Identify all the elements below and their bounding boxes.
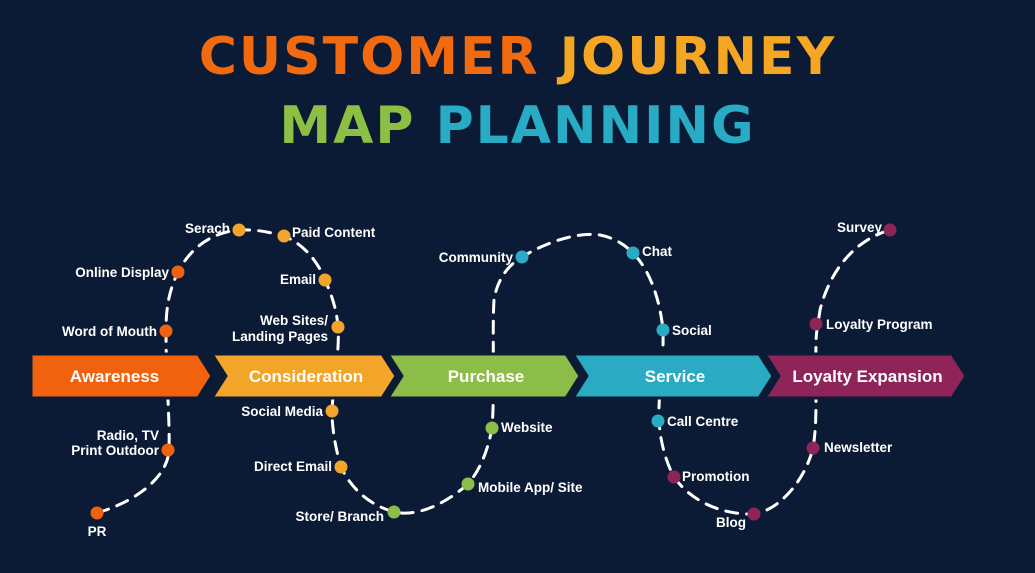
touchpoint-label-blog: Blog	[716, 515, 746, 530]
touchpoint-label-radio-tv-line-2: Print Outdoor	[71, 443, 159, 458]
touchpoint-label-direct-email: Direct Email	[254, 459, 332, 474]
title-word-map: MAP	[279, 96, 416, 156]
title-word-planning: PLANNING	[435, 96, 756, 156]
touchpoint-dot-paid-content	[277, 229, 291, 243]
touchpoint-label-newsletter: Newsletter	[824, 440, 893, 455]
touchpoint-label-web-sites-line-2: Landing Pages	[232, 329, 328, 344]
touchpoint-label-survey: Survey	[837, 220, 883, 235]
touchpoint-label-social: Social	[672, 323, 712, 338]
touchpoint-label-call-centre: Call Centre	[667, 414, 739, 429]
stage-purchase: Purchase	[385, 352, 582, 400]
stage-loyalty-expansion: Loyalty Expansion	[762, 352, 968, 400]
title-word-customer: CUSTOMER	[198, 27, 540, 87]
touchpoint-label-radio-tv: Radio, TV	[97, 428, 159, 443]
touchpoint-label-online-display: Online Display	[75, 265, 169, 280]
touchpoint-dot-direct-email	[334, 460, 348, 474]
touchpoint-dot-promotion	[667, 470, 681, 484]
touchpoint-dot-online-display	[171, 265, 185, 279]
touchpoint-dot-email	[318, 273, 332, 287]
touchpoint-dot-chat	[626, 246, 640, 260]
touchpoint-label-social-media: Social Media	[241, 404, 323, 419]
touchpoint-dot-mobile-app-site	[461, 477, 475, 491]
touchpoint-dot-serach	[232, 223, 246, 237]
touchpoint-dot-community	[515, 250, 529, 264]
touchpoint-dot-newsletter	[806, 441, 820, 455]
stage-arrow-shape	[209, 352, 398, 400]
touchpoint-label-mobile-app-site: Mobile App/ Site	[478, 480, 583, 495]
touchpoint-dots	[90, 223, 897, 521]
title-word-journey: JOURNEY	[559, 27, 837, 87]
stage-label: Loyalty Expansion	[792, 367, 942, 386]
stage-awareness: Awareness	[29, 352, 214, 400]
touchpoint-dot-call-centre	[651, 414, 665, 428]
stage-service: Service	[570, 352, 775, 400]
title-line-2: MAP PLANNING	[0, 100, 1035, 152]
stage-banner: Awareness Consideration Purchase Service Loy…	[29, 352, 968, 400]
touchpoint-label-pr: PR	[88, 524, 107, 539]
stage-consideration: Consideration	[209, 352, 398, 400]
touchpoint-label-web-sites: Web Sites/	[260, 313, 328, 328]
stage-label: Purchase	[448, 367, 525, 386]
stage-label: Consideration	[249, 367, 363, 386]
stage-arrow-shape	[570, 352, 775, 400]
stage-arrow-shape	[385, 352, 582, 400]
touchpoint-label-community: Community	[439, 250, 514, 265]
touchpoint-dot-survey	[883, 223, 897, 237]
touchpoint-label-chat: Chat	[642, 244, 673, 259]
touchpoint-dot-store-branch	[387, 505, 401, 519]
touchpoint-label-store-branch: Store/ Branch	[295, 509, 384, 524]
touchpoint-label-serach: Serach	[185, 221, 230, 236]
touchpoint-label-promotion: Promotion	[682, 469, 750, 484]
touchpoint-dot-social-media	[325, 404, 339, 418]
touchpoint-label-loyalty-program: Loyalty Program	[826, 317, 933, 332]
stage-label: Awareness	[70, 367, 159, 386]
stage-arrow-shape	[29, 352, 214, 400]
touchpoint-dot-pr	[90, 506, 104, 520]
touchpoint-dot-loyalty-program	[809, 317, 823, 331]
stage-label: Service	[645, 367, 706, 386]
touchpoint-dot-word-of-mouth	[159, 324, 173, 338]
title-line-1: CUSTOMER JOURNEY	[0, 31, 1035, 83]
touchpoint-dot-blog	[747, 507, 761, 521]
touchpoint-label-word-of-mouth: Word of Mouth	[62, 324, 157, 339]
touchpoint-dot-radio-tv	[161, 443, 175, 457]
touchpoint-dot-web-sites	[331, 320, 345, 334]
touchpoint-label-email: Email	[280, 272, 316, 287]
stage-arrow-shape	[762, 352, 968, 400]
touchpoint-label-website: Website	[501, 420, 553, 435]
touchpoint-dot-social	[656, 323, 670, 337]
touchpoint-label-paid-content: Paid Content	[292, 225, 376, 240]
touchpoint-dot-website	[485, 421, 499, 435]
